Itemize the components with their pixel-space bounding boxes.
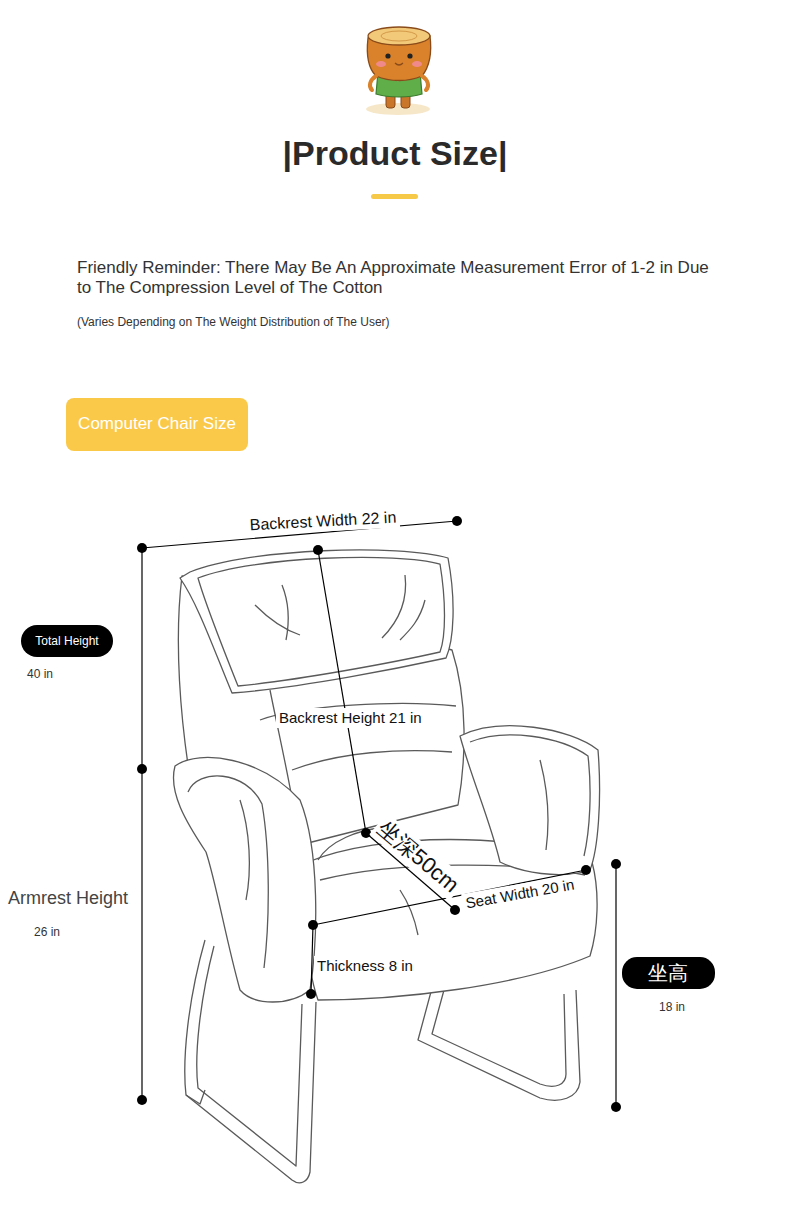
dimension-label: Backrest Width 22 in xyxy=(246,506,400,535)
dimension-value: 26 in xyxy=(34,925,60,939)
tag-text: Computer Chair Size xyxy=(78,414,236,434)
dimension-label: Armrest Height xyxy=(8,888,128,910)
dimension-value: 18 in xyxy=(659,1000,685,1014)
tag-text: Total Height xyxy=(35,634,98,648)
page-title: |Product Size| xyxy=(0,133,790,174)
reminder-subnote: (Varies Depending on The Weight Distribu… xyxy=(77,315,390,329)
section-tag: Computer Chair Size xyxy=(66,398,248,451)
mascot xyxy=(366,27,431,115)
dimension-label: Backrest Height 21 in xyxy=(276,708,425,728)
dimension-label: Thickness 8 in xyxy=(314,956,416,976)
reminder-note: Friendly Reminder: There May Be An Appro… xyxy=(77,258,727,299)
dimension-dots xyxy=(137,516,621,1112)
dimension-pill: Total Height xyxy=(21,625,113,657)
title-underline xyxy=(371,194,418,199)
chair-drawing xyxy=(173,550,599,1183)
dimension-lines xyxy=(142,521,616,1107)
dimension-pill: 坐高 xyxy=(622,957,715,989)
dimension-value: 40 in xyxy=(27,667,53,681)
tag-text: 坐高 xyxy=(648,961,688,985)
